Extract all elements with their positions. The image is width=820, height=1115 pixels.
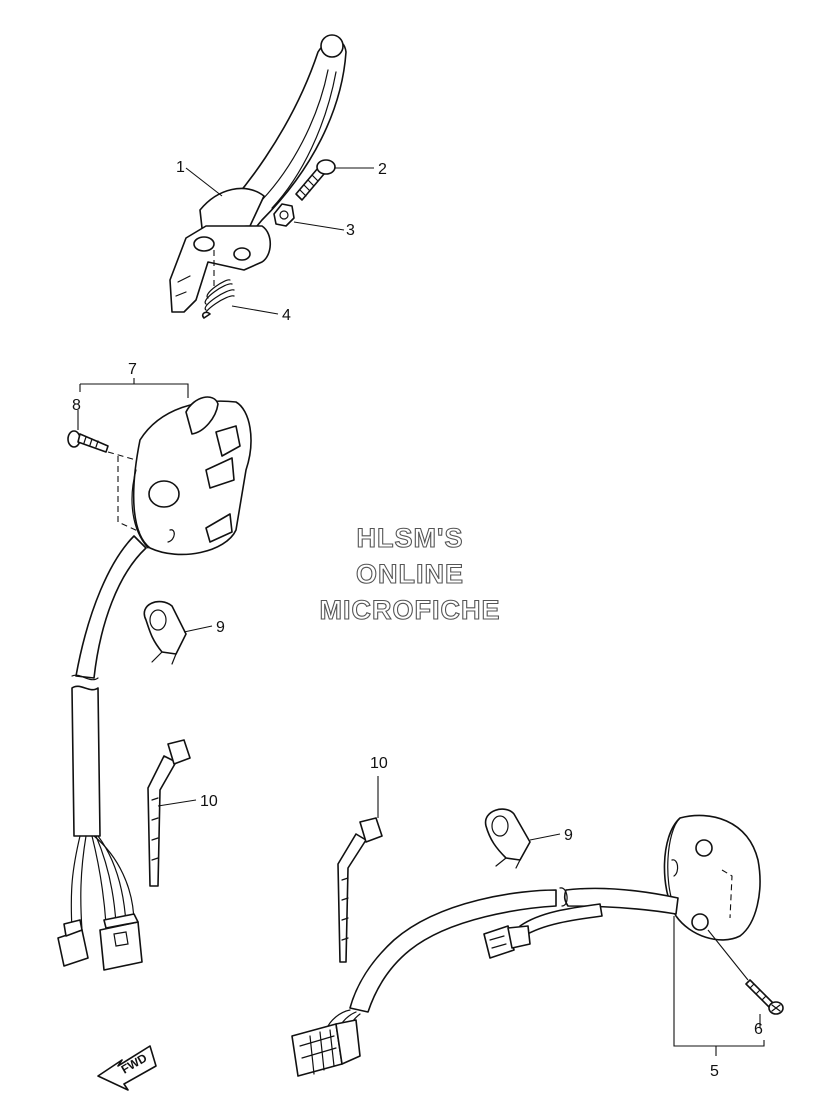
- callout-9-upper: 9: [216, 619, 225, 636]
- connector-large-left: [99, 913, 143, 971]
- cable-tie-right: [337, 776, 383, 963]
- right-switch-housing: [663, 814, 761, 941]
- pivot-nut: [273, 203, 295, 227]
- connector-small-right: [483, 925, 531, 959]
- watermark: HLSM'S ONLINE MICROFICHE: [319, 522, 501, 625]
- forward-arrow-icon: FWD: [97, 1045, 157, 1091]
- callout-10-right: 10: [370, 755, 388, 772]
- callout-7: 7: [128, 361, 137, 378]
- wire-clamp-upper: [143, 600, 213, 665]
- switch-button-mid: [205, 457, 235, 489]
- callout-1: 1: [176, 159, 185, 176]
- watermark-line-1: HLSM'S: [357, 523, 464, 553]
- right-switch-cable: [563, 887, 679, 915]
- pivot-bolt: [295, 159, 336, 201]
- callout-10-left: 10: [200, 793, 218, 810]
- lever-grip: [199, 187, 265, 229]
- switch-screw: [67, 430, 109, 453]
- callout-2: 2: [378, 161, 387, 178]
- wire-clamp-lower: [484, 808, 561, 869]
- callout-8: 8: [72, 397, 81, 414]
- callout-5: 5: [710, 1063, 719, 1080]
- switch-button-lower: [205, 513, 233, 543]
- left-handlebar-switch: [57, 378, 252, 971]
- right-handlebar-switch: [291, 814, 784, 1077]
- callout-4: 4: [282, 307, 291, 324]
- callout-6: 6: [754, 1021, 763, 1038]
- cable-tie-left: [147, 739, 197, 887]
- switch-knob: [148, 480, 180, 508]
- callout-3: 3: [346, 222, 355, 239]
- watermark-line-3: MICROFICHE: [320, 595, 501, 625]
- left-switch-cable-upper: [75, 535, 147, 679]
- callout-labels: 1 2 3 4 7 8 9 10 10 9 6 5: [72, 159, 763, 1080]
- callout-9-lower: 9: [564, 827, 573, 844]
- connector-small-left: [57, 919, 89, 967]
- right-switch-screw: [707, 929, 784, 1015]
- left-switch-cable-lower: [71, 685, 101, 837]
- lever-bracket: [169, 225, 272, 313]
- lever-assembly: [169, 34, 374, 319]
- switch-button-upper: [215, 425, 241, 457]
- connector-large-right: [291, 1009, 361, 1077]
- watermark-line-2: ONLINE: [356, 559, 464, 589]
- lever-spring: [201, 279, 235, 319]
